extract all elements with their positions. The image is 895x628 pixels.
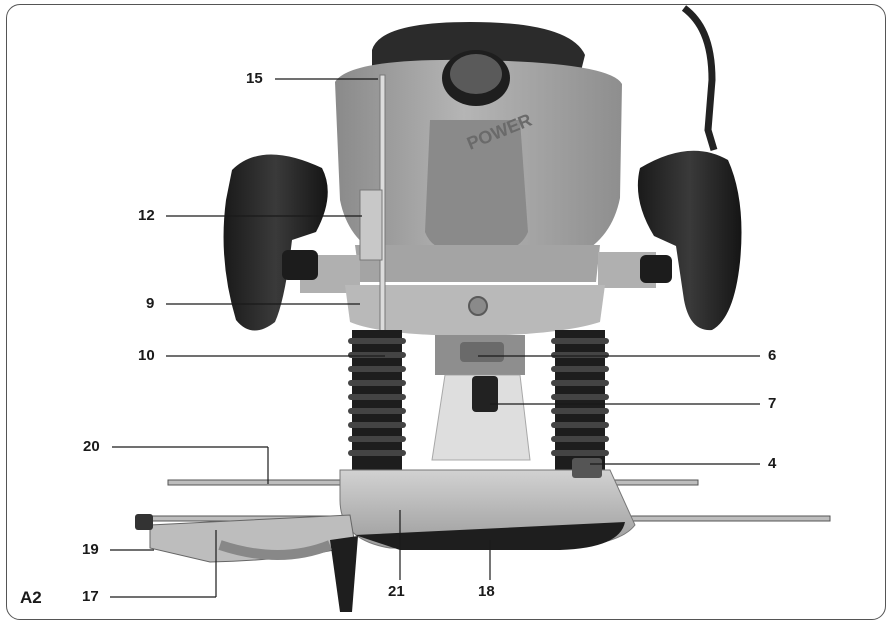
callout-12: 12	[138, 207, 155, 224]
left-handle-knob	[282, 250, 318, 280]
callout-21: 21	[388, 583, 405, 600]
collet-nut	[472, 376, 498, 412]
ring-bolt	[468, 296, 488, 316]
figure-label: A2	[20, 588, 42, 607]
chip-shield	[431, 374, 531, 461]
dust-port-rim	[450, 54, 502, 94]
housing-collar	[355, 245, 600, 282]
housing-front-panel	[425, 120, 528, 250]
callout-9: 9	[146, 295, 155, 312]
callout-7: 7	[768, 395, 777, 412]
callout-4: 4	[768, 455, 777, 472]
callout-17: 17	[82, 588, 99, 605]
callout-6: 6	[768, 347, 777, 364]
spindle-lock	[460, 342, 504, 362]
callout-15: 15	[246, 70, 263, 87]
base-lock-lever	[572, 458, 602, 478]
leader-lines	[110, 78, 760, 598]
callout-19: 19	[82, 541, 99, 558]
fence-arm	[218, 540, 332, 560]
callout-10: 10	[138, 347, 155, 364]
callout-18: 18	[478, 583, 495, 600]
figure-frame	[6, 4, 886, 620]
callout-20: 20	[83, 438, 100, 455]
base-sole	[355, 522, 625, 550]
left-handle	[223, 154, 328, 331]
left-bellows	[348, 330, 406, 476]
fence-bracket	[330, 536, 358, 612]
fence-clamp-knob	[135, 514, 153, 530]
right-handle	[637, 150, 742, 331]
depth-scale	[359, 189, 383, 261]
right-handle-knob	[640, 255, 672, 283]
power-cord	[681, 5, 718, 152]
right-bellows	[551, 330, 609, 476]
